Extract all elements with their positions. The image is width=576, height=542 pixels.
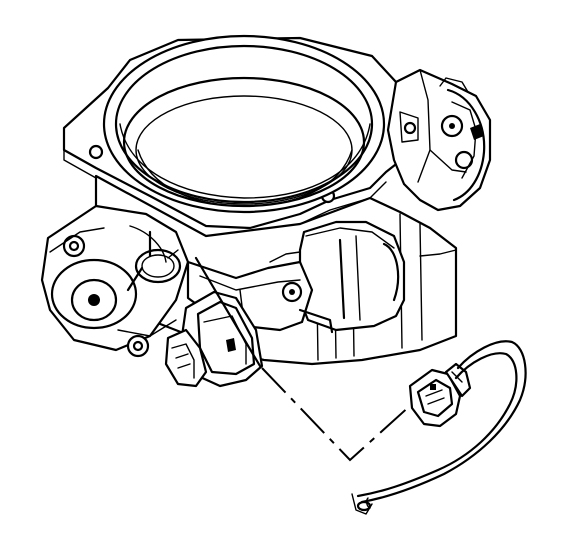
throttle-position-sensor	[386, 68, 492, 212]
harness-wires	[351, 340, 527, 515]
throttle-bore	[102, 34, 386, 214]
sensor-connector-on-body	[164, 290, 264, 388]
callout-leader-line	[194, 256, 413, 462]
left-sensor-housing	[40, 204, 190, 358]
harness-connector	[408, 362, 472, 428]
throttle-return-spring	[126, 230, 182, 292]
